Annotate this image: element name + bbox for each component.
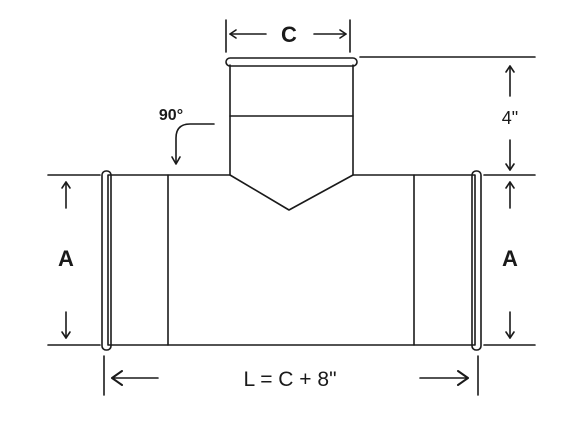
- main-pipe-outline: [107, 174, 476, 346]
- branch-top-flange: [225, 57, 358, 67]
- four-inch-arrowhead-down: [505, 163, 515, 171]
- c-arrowhead-left: [229, 29, 237, 39]
- angle-callout-arrowhead: [171, 156, 181, 165]
- angle-callout-arrow: [175, 123, 215, 164]
- branch-width-label: C: [281, 22, 297, 47]
- four-inch-arrowhead-up: [505, 65, 515, 73]
- main-diameter-right-label: A: [502, 246, 518, 271]
- c-arrowhead-right: [339, 29, 347, 39]
- right-flange: [471, 170, 482, 351]
- l-arrowhead-right: [457, 370, 469, 386]
- a-right-arrowhead-down: [505, 331, 515, 339]
- a-left-arrowhead-up: [61, 181, 71, 189]
- length-formula-label: L = C + 8": [243, 368, 336, 391]
- a-left-arrowhead-down: [61, 331, 71, 339]
- left-flange: [101, 170, 112, 351]
- angle-label: 90°: [159, 107, 183, 124]
- main-diameter-left-label: A: [58, 246, 74, 271]
- a-right-arrowhead-up: [505, 181, 515, 189]
- l-arrowhead-left: [111, 370, 123, 386]
- branch-height-label: 4": [502, 108, 518, 128]
